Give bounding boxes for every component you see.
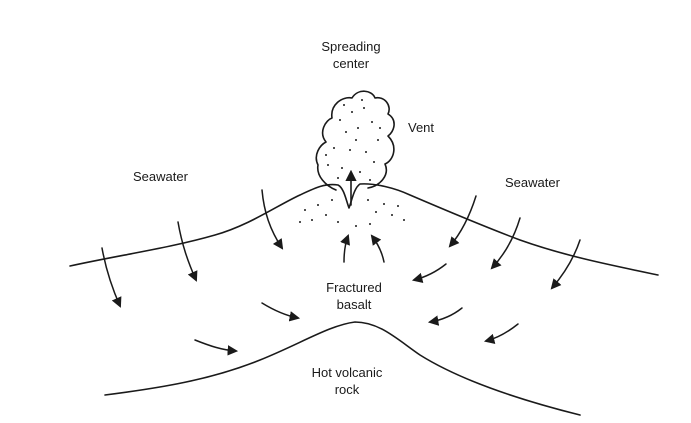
vent-plume (316, 91, 394, 190)
arrow-left-4 (262, 303, 298, 318)
fractured-basalt-label-line2: basalt (337, 297, 372, 312)
fractured-basalt-label-line1: Fractured (326, 280, 382, 295)
plume-stipple (325, 99, 381, 181)
arrow-left-2 (178, 222, 196, 280)
arrow-up-right (372, 236, 384, 262)
arrow-left-5 (195, 340, 236, 351)
spreading-center-label-line1: Spreading (321, 39, 380, 54)
arrow-right-6 (486, 324, 518, 341)
arrow-right-5 (430, 308, 462, 322)
arrow-right-2 (492, 218, 520, 268)
hot-volcanic-rock-label-line1: Hot volcanic (312, 365, 383, 380)
seawater-left-label: Seawater (133, 169, 189, 184)
arrow-up-left (344, 236, 348, 262)
vent-label: Vent (408, 120, 434, 135)
arrow-left-3 (262, 190, 282, 248)
hot-volcanic-rock-label-line2: rock (335, 382, 360, 397)
seawater-right-label: Seawater (505, 175, 561, 190)
arrow-right-4 (414, 264, 446, 280)
seawater-circulation-arrows (102, 190, 580, 351)
spreading-center-label-line2: center (333, 56, 370, 71)
arrow-right-3 (552, 240, 580, 288)
fractured-basalt-stipple (299, 199, 405, 227)
